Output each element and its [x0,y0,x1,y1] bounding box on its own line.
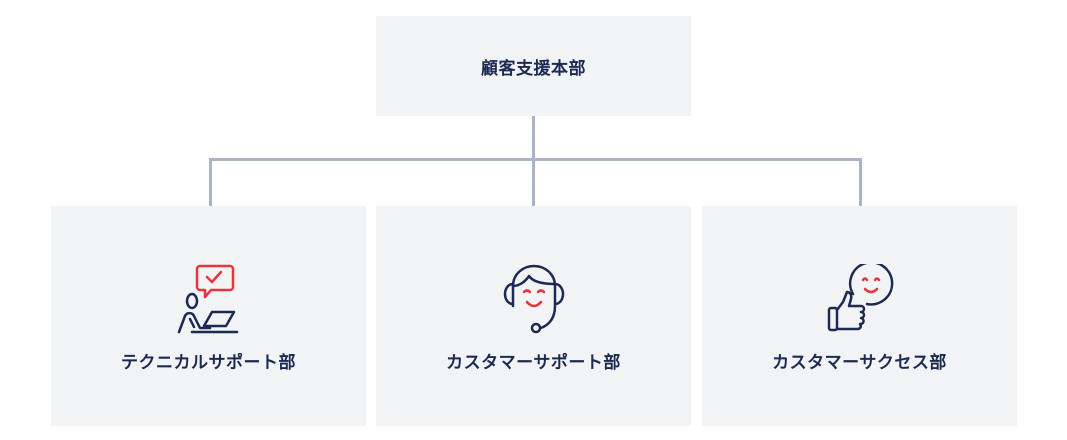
connector-left [209,158,212,206]
department-node-customer-success: カスタマーサクセス部 [702,206,1017,426]
thumbs-up-smile-icon [827,264,893,332]
connector-center [532,158,535,206]
department-node-technical: テクニカルサポート部 [51,206,366,426]
technician-laptop-check-icon [177,264,238,334]
connector-right [859,158,862,206]
connector-root-stem [532,115,535,161]
headset-operator-icon [503,264,564,334]
department-label: テクニカルサポート部 [121,353,296,373]
department-node-customer-support: カスタマーサポート部 [376,206,691,426]
root-node-label: 顧客支援本部 [481,58,586,79]
department-label: カスタマーサクセス部 [772,353,947,373]
connector-horizontal [209,158,862,161]
root-node: 顧客支援本部 [376,16,691,116]
department-label: カスタマーサポート部 [446,353,621,373]
